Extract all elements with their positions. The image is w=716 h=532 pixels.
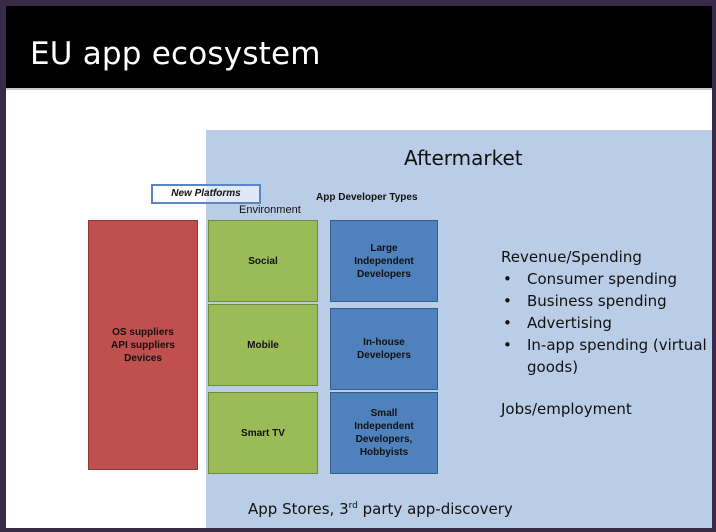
- revenue-item: • Advertising: [501, 312, 711, 334]
- revenue-title: Revenue/Spending: [501, 248, 642, 266]
- slide-title: EU app ecosystem: [30, 36, 321, 72]
- app-stores-label: App Stores, 3rd party app-discovery: [248, 500, 513, 518]
- developer-line: Developers,: [355, 434, 413, 445]
- revenue-list: • Consumer spending • Business spending • A…: [501, 268, 711, 378]
- revenue-item: • In-app spending (virtual goods): [501, 334, 711, 378]
- developer-line: In-house: [363, 337, 405, 348]
- developer-box-small: Small Independent Developers, Hobbyists: [330, 392, 438, 474]
- supplier-line: Devices: [124, 352, 162, 364]
- bullet-icon: •: [503, 336, 512, 354]
- revenue-item: • Business spending: [501, 290, 711, 312]
- developer-line: Small: [370, 408, 398, 419]
- bullet-icon: •: [503, 292, 512, 310]
- title-bar: EU app ecosystem: [6, 6, 712, 90]
- new-platforms-label: New Platforms: [151, 184, 261, 204]
- developer-line: Hobbyists: [359, 447, 409, 458]
- supplier-line: API suppliers: [111, 339, 175, 351]
- slide-canvas: EU app ecosystem Aftermarket New Platfor…: [6, 6, 712, 528]
- environment-box-social: Social: [208, 220, 318, 302]
- jobs-label: Jobs/employment: [501, 400, 632, 418]
- bullet-icon: •: [503, 270, 512, 288]
- developer-line: Developers: [357, 268, 411, 280]
- app-stores-prefix: App Stores, 3: [248, 500, 349, 518]
- app-stores-suffix: party app-discovery: [357, 500, 513, 518]
- environment-box-smart-tv: Smart TV: [208, 392, 318, 474]
- revenue-item-text: Advertising: [527, 314, 612, 332]
- environment-box-mobile: Mobile: [208, 304, 318, 386]
- bullet-icon: •: [503, 314, 512, 332]
- app-stores-superscript: rd: [348, 501, 358, 511]
- environment-label: Environment: [239, 204, 301, 216]
- developer-line: Large: [370, 242, 398, 254]
- aftermarket-label: Aftermarket: [404, 146, 523, 170]
- revenue-item: • Consumer spending: [501, 268, 711, 290]
- revenue-item-text: In-app spending (virtual goods): [527, 336, 707, 376]
- revenue-item-text: Business spending: [527, 292, 667, 310]
- supplier-line: OS suppliers: [112, 326, 174, 338]
- environment-label-smart-tv: Smart TV: [241, 427, 285, 439]
- revenue-item-text: Consumer spending: [527, 270, 678, 288]
- developer-box-large: Large Independent Developers: [330, 220, 438, 302]
- developer-box-in-house: In-house Developers: [330, 308, 438, 390]
- environment-label-social: Social: [248, 255, 278, 267]
- developer-line: Independent: [354, 255, 414, 267]
- app-developer-types-label: App Developer Types: [316, 192, 418, 203]
- suppliers-box: OS suppliers API suppliers Devices: [88, 220, 198, 470]
- developer-line: Independent: [354, 421, 414, 432]
- developer-line: Developers: [357, 350, 411, 361]
- environment-label-mobile: Mobile: [247, 339, 279, 351]
